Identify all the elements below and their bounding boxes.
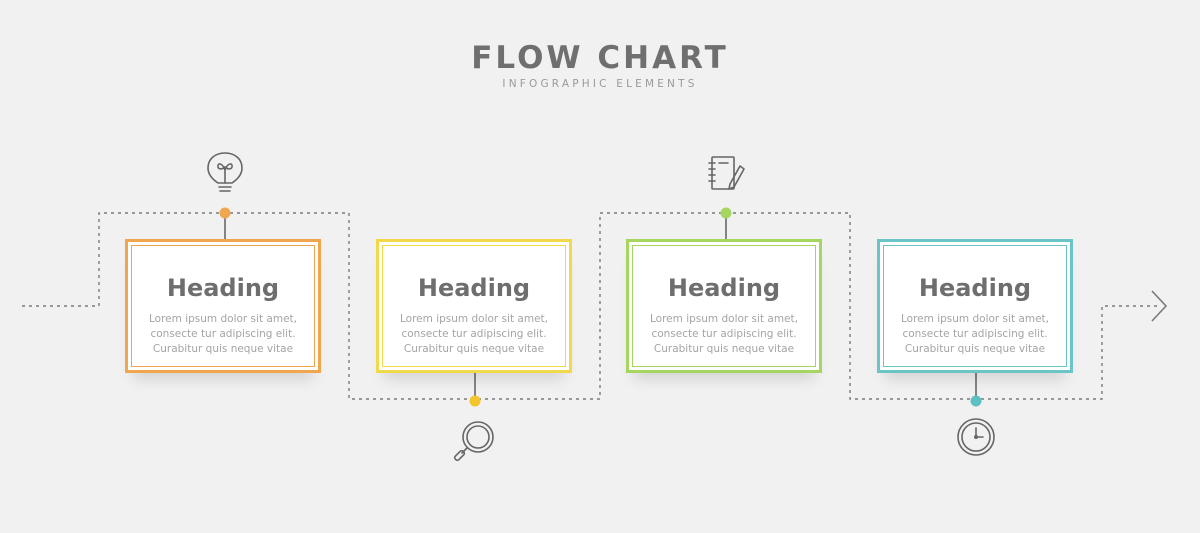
connector-dot-4 (970, 395, 982, 407)
connector-dot-2 (469, 395, 481, 407)
clock-icon (957, 418, 995, 456)
connector-dot-3 (720, 207, 732, 219)
page-title: FLOW CHART (471, 40, 729, 76)
flow-arrowhead-icon (1151, 290, 1168, 322)
step-card-4: Heading Lorem ipsum dolor sit amet,conse… (877, 239, 1073, 373)
step-body: Lorem ipsum dolor sit amet,consecte tur … (400, 313, 548, 355)
step-heading: Heading (667, 274, 781, 302)
step-heading: Heading (918, 274, 1032, 302)
connector-dot-1 (219, 207, 231, 219)
step-card-1: Heading Lorem ipsum dolor sit amet,conse… (125, 239, 321, 373)
notepad-pencil-icon (708, 156, 745, 190)
step-card-2: Heading Lorem ipsum dolor sit amet,conse… (376, 239, 572, 373)
lightbulb-icon (207, 152, 243, 192)
step-body: Lorem ipsum dolor sit amet,consecte tur … (650, 313, 798, 355)
step-heading: Heading (417, 274, 531, 302)
step-body: Lorem ipsum dolor sit amet,consecte tur … (149, 313, 297, 355)
step-heading: Heading (166, 274, 280, 302)
magnifier-icon (453, 421, 494, 462)
step-body: Lorem ipsum dolor sit amet,consecte tur … (901, 313, 1049, 355)
page-subtitle: INFOGRAPHIC ELEMENTS (502, 78, 698, 90)
step-card-3: Heading Lorem ipsum dolor sit amet,conse… (626, 239, 822, 373)
